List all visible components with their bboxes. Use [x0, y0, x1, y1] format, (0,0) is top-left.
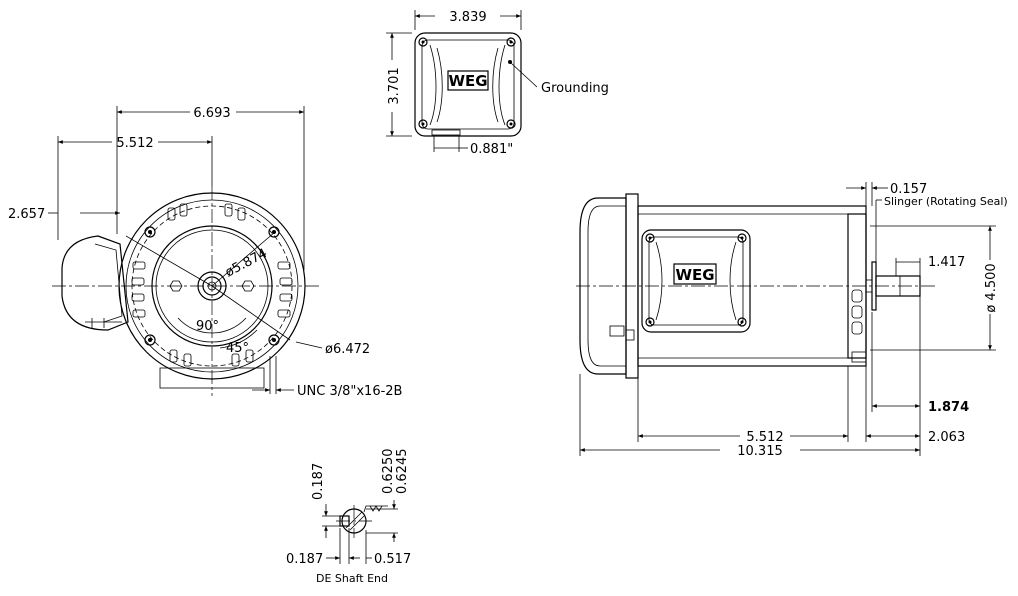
- dim-overall-len: 10.315: [737, 444, 783, 459]
- dim-face-offset: 0.157: [890, 182, 927, 197]
- dim-key-depth: 0.187: [286, 552, 323, 567]
- dim-key-width: 0.187: [311, 463, 326, 500]
- dim-body-len: 5.512: [746, 430, 783, 445]
- dim-box-offset: 2.657: [8, 207, 45, 222]
- dim-box-height: 3.701: [387, 67, 402, 104]
- dim-shaft-len: 1.417: [928, 255, 965, 270]
- dim-overall-height: 6.693: [193, 106, 230, 121]
- svg-text:WEG: WEG: [675, 266, 714, 284]
- dim-shaft-center: 5.512: [116, 136, 153, 151]
- dim-bolt-circle: ø5.874: [223, 246, 270, 280]
- dim-angle-45: 45°: [226, 341, 249, 356]
- dim-shaft-ext: 1.874: [928, 400, 969, 415]
- weg-logo-side: WEG: [673, 263, 717, 285]
- dim-shaft-dia-min: 0.6245: [395, 449, 410, 495]
- dim-body-dia: ø 4.500: [984, 263, 999, 312]
- dim-shaft-dia-max: 0.6250: [381, 449, 396, 495]
- dim-box-width: 3.839: [449, 10, 486, 25]
- dim-conduit: 0.881": [470, 142, 513, 157]
- side-view: WEG: [576, 193, 935, 379]
- dim-shaft-flat: 0.517: [374, 552, 411, 567]
- svg-text:WEG: WEG: [448, 72, 487, 90]
- dim-flange-dia: ø6.472: [325, 342, 370, 357]
- dim-thread: UNC 3/8"x16-2B: [297, 384, 402, 399]
- front-end-view: [52, 186, 320, 396]
- dim-angle-90: 90°: [196, 319, 219, 334]
- label-de-shaft-end: DE Shaft End: [316, 572, 388, 585]
- terminal-box-view: WEG: [414, 32, 538, 137]
- weg-logo-top: WEG: [447, 70, 489, 91]
- label-grounding: Grounding: [541, 81, 609, 96]
- label-slinger: Slinger (Rotating Seal): [884, 195, 1008, 208]
- dim-shaft-total: 2.063: [928, 430, 965, 445]
